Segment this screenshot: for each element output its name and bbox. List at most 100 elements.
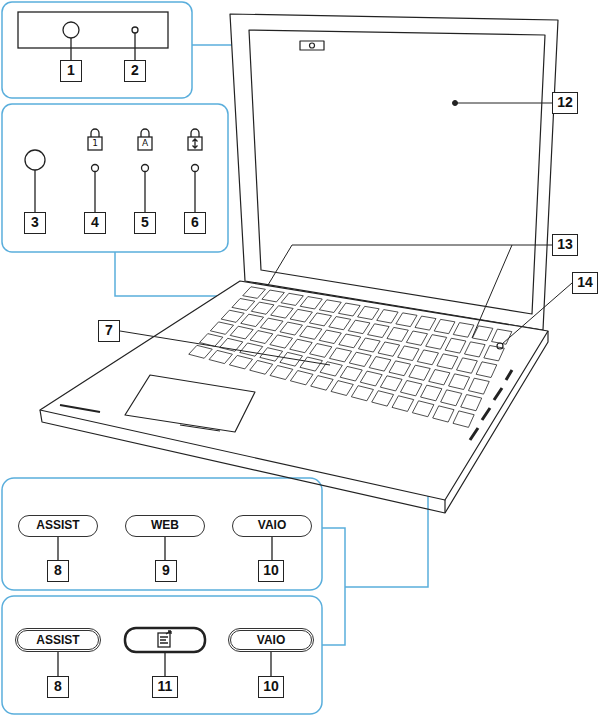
keycap [437, 354, 458, 369]
leader-line [502, 283, 572, 344]
keycap [338, 303, 360, 316]
callout-number: 10 [258, 560, 284, 582]
keycap [311, 376, 333, 391]
front-indicator [60, 405, 100, 412]
keycap [449, 374, 470, 390]
keycap [441, 390, 462, 406]
keycap [412, 401, 434, 417]
key-label: VAIO [231, 631, 311, 649]
camera-inset [2, 2, 192, 98]
callout-number: 13 [552, 234, 578, 256]
keyboard [189, 287, 512, 428]
touchpad-button [180, 425, 220, 431]
key-button: VAIO [232, 515, 312, 537]
keycap [310, 344, 332, 358]
keycap [270, 366, 293, 380]
keycap [464, 342, 485, 357]
keycap [260, 318, 283, 331]
keycap [290, 371, 313, 385]
keycap [280, 322, 302, 335]
webcam [300, 41, 324, 50]
button-inset [2, 478, 322, 590]
keycap [319, 330, 341, 343]
lock-icon [138, 137, 152, 150]
indicator-inset [2, 104, 228, 252]
keycap [229, 355, 252, 368]
key-label: VAIO [233, 516, 311, 535]
keycap [348, 320, 370, 333]
keycap [309, 313, 331, 326]
key-button [125, 628, 205, 652]
keycap [484, 345, 504, 360]
keycap [351, 386, 373, 401]
key-button: WEB [125, 515, 205, 537]
keycap [240, 343, 263, 356]
keycap [300, 326, 322, 339]
keycap [392, 396, 414, 412]
keycap [453, 411, 474, 427]
laptop-base-edge [444, 500, 445, 513]
keycap [409, 365, 430, 380]
keycap [250, 331, 273, 344]
indicator-light [92, 165, 99, 172]
leader-line [34, 170, 35, 212]
keycap [372, 391, 394, 406]
keycap [290, 309, 312, 322]
keycap [369, 357, 391, 372]
keycap [476, 362, 497, 378]
keycap [406, 331, 427, 345]
callout-number: 14 [572, 272, 598, 294]
keycap [380, 376, 402, 391]
keycap [421, 385, 442, 401]
keycap [387, 327, 408, 341]
lock-icon [88, 137, 102, 150]
keycap [281, 293, 303, 305]
keycap [492, 329, 512, 344]
key-label: ASSIST [19, 516, 97, 535]
keycap [329, 348, 351, 362]
keycap [209, 350, 232, 363]
callout-number: 1 [60, 60, 82, 82]
laptop [40, 14, 558, 513]
leader-line [455, 103, 552, 104]
keycap [271, 306, 293, 318]
keycap [426, 335, 447, 350]
laptop-lid [230, 14, 558, 330]
keycap [429, 370, 450, 385]
keycap [331, 381, 353, 396]
callout-number: 2 [124, 60, 146, 82]
lock-icon [191, 129, 199, 137]
callout-number: 7 [98, 320, 120, 342]
key-button: VAIO [228, 628, 314, 652]
webcam [310, 43, 315, 48]
icon-letter: 1 [89, 137, 101, 150]
keycap [230, 326, 253, 339]
keycap [378, 342, 400, 356]
callout-leaders [120, 101, 572, 366]
laptop-base-edge [40, 331, 548, 513]
leader-line [58, 537, 272, 560]
keycap [358, 306, 380, 319]
keycap [453, 323, 474, 338]
touchpad [125, 375, 255, 432]
keycap [329, 317, 351, 330]
camera-lens [63, 22, 79, 38]
power-indicator [25, 150, 45, 170]
side-ports [470, 370, 512, 440]
callout-number: 4 [84, 212, 106, 234]
callout-number: 6 [184, 212, 206, 234]
leader-dot [453, 101, 458, 106]
keycap [300, 297, 322, 309]
keycap [415, 316, 436, 330]
leader-line [95, 172, 195, 212]
keycap [243, 287, 266, 299]
button-inset [2, 596, 322, 714]
camera-frame [18, 12, 168, 48]
lock-icon [141, 129, 149, 137]
lock-icon [91, 129, 99, 137]
keycap [349, 352, 371, 366]
keycap [472, 326, 492, 341]
keycap [210, 322, 233, 334]
leader-line [71, 33, 135, 60]
key-button: ASSIST [18, 515, 98, 537]
